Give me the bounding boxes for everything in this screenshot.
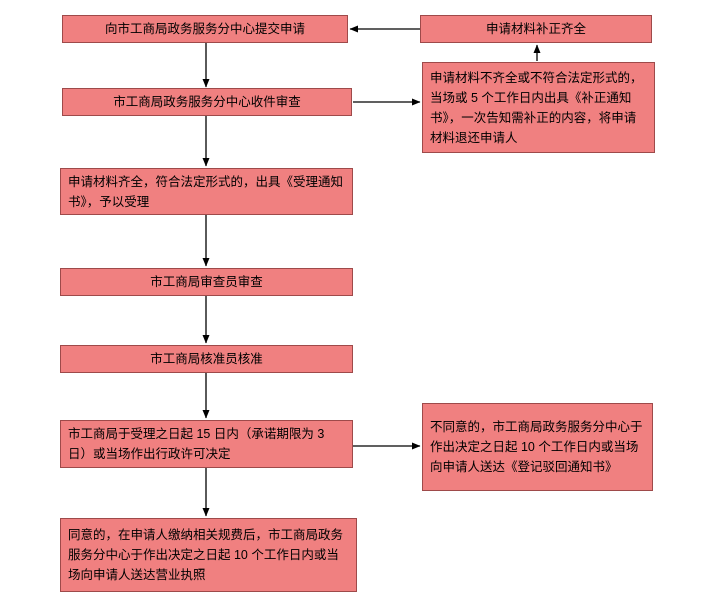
node-license: 同意的，在申请人缴纳相关规费后，市工商局政务服务分中心于作出决定之日起 10 个… [60,518,357,592]
node-receive-review: 市工商局政务服务分中心收件审查 [62,88,352,116]
node-reject-notice: 不同意的，市工商局政务服务分中心于作出决定之日起 10 个工作日内或当场向申请人… [422,403,653,491]
node-supplement-complete: 申请材料补正齐全 [420,15,652,43]
node-decision: 市工商局于受理之日起 15 日内（承诺期限为 3 日）或当场作出行政许可决定 [60,420,353,468]
node-accept: 申请材料齐全，符合法定形式的，出具《受理通知书》，予以受理 [60,168,353,215]
node-approver-approve: 市工商局核准员核准 [60,345,353,373]
node-submit-application: 向市工商局政务服务分中心提交申请 [62,15,348,43]
node-incomplete-notice: 申请材料不齐全或不符合法定形式的，当场或 5 个工作日内出具《补正通知书》，一次… [422,62,655,153]
node-examiner-review: 市工商局审查员审查 [60,268,353,296]
